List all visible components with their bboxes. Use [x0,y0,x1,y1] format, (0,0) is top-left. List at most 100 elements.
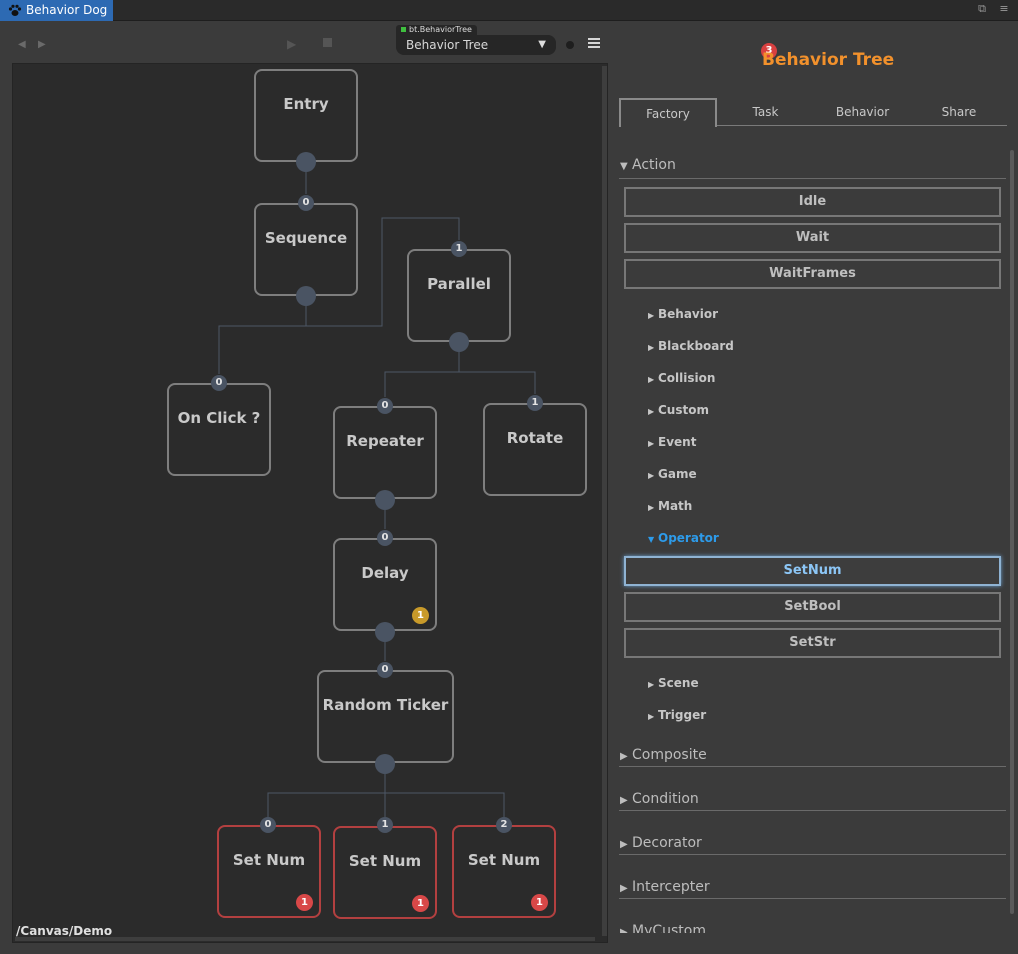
section-divider [619,178,1006,179]
tree-node-entry[interactable]: Entry [254,69,358,162]
collapsed-arrow-icon: ▶ [648,375,655,384]
node-label: Repeater [346,432,424,450]
item-setstr[interactable]: SetStr [624,628,1001,658]
collapsed-arrow-icon: ▶ [648,471,655,480]
tab-behavior[interactable]: Behavior [835,105,890,119]
collapsed-arrow-icon: ▶ [648,343,655,352]
tree-node-on-click[interactable]: On Click ? [167,383,271,476]
tab-factory[interactable]: Factory [619,98,717,127]
hamburger-icon[interactable] [588,38,600,48]
category-math[interactable]: ▶Math [648,499,692,513]
restore-icon[interactable]: ⧉ [978,2,986,15]
panel-scrollbar[interactable] [1010,150,1014,914]
menu-icon[interactable]: ≡ [999,2,1009,15]
record-dot-icon[interactable] [566,41,574,49]
collapsed-arrow-icon: ▶ [648,503,655,512]
expanded-arrow-icon: ▼ [648,535,655,544]
paw-icon [8,4,22,16]
tree-node-repeater[interactable]: Repeater [333,406,437,499]
output-port[interactable] [375,754,395,774]
item-setnum[interactable]: SetNum [624,556,1001,586]
section-condition[interactable]: ▶Condition [620,791,699,807]
tree-node-rotate[interactable]: Rotate [483,403,587,496]
window-titlebar: Behavior Dog ⧉ ≡ [0,0,1018,21]
expanded-arrow-icon: ▼ [620,161,628,172]
output-port[interactable] [375,622,395,642]
section-label: Decorator [632,835,702,851]
canvas-horizontal-scrollbar[interactable] [15,937,595,941]
panel-tabs: Factory Task Behavior Share [619,98,1007,127]
tab-share[interactable]: Share [941,105,977,119]
node-index-badge: 1 [377,817,393,833]
node-index-badge: 0 [211,375,227,391]
error-count-badge: 1 [412,895,429,912]
tab-task[interactable]: Task [752,105,779,119]
category-label: Collision [658,371,716,385]
item-waitframes[interactable]: WaitFrames [624,259,1001,289]
canvas-vertical-scrollbar[interactable] [602,66,607,936]
item-wait[interactable]: Wait [624,223,1001,253]
section-composite[interactable]: ▶ Composite [620,747,707,763]
category-label: Game [658,467,697,481]
tree-select-value: Behavior Tree [406,38,489,52]
category-operator[interactable]: ▼Operator [648,531,719,545]
title-count-badge: 3 [761,43,777,59]
node-label: Random Ticker [322,696,449,714]
section-label: Action [632,157,676,173]
panel-clip: ▶MyCustom [619,915,1009,933]
caret-down-icon: ▼ [538,39,546,50]
node-index-badge: 0 [377,398,393,414]
play-icon[interactable]: ▶ [287,37,297,51]
collapsed-arrow-icon: ▶ [620,751,628,762]
tree-node-sequence[interactable]: Sequence [254,203,358,296]
output-port[interactable] [449,332,469,352]
node-label: Sequence [264,229,348,247]
category-custom[interactable]: ▶Custom [648,403,709,417]
category-collision[interactable]: ▶Collision [648,371,715,385]
tree-node-random-ticker[interactable]: Random Ticker [317,670,454,763]
category-label: Event [658,435,697,449]
node-label: Parallel [427,275,491,293]
stop-icon[interactable] [323,38,332,47]
collapsed-arrow-icon: ▶ [648,712,655,721]
section-label: Condition [632,791,699,807]
section-divider [619,766,1006,767]
category-event[interactable]: ▶Event [648,435,696,449]
output-port[interactable] [375,490,395,510]
tree-select[interactable]: Behavior Tree ▼ [396,35,556,55]
collapsed-arrow-icon: ▶ [648,439,655,448]
output-port[interactable] [296,286,316,306]
collapsed-arrow-icon: ▶ [648,680,655,689]
node-index-badge: 0 [260,817,276,833]
type-badge: bt.BehaviorTree [396,25,477,35]
item-setbool[interactable]: SetBool [624,592,1001,622]
node-index-badge: 2 [496,817,512,833]
warning-count-badge: 1 [412,607,429,624]
output-port[interactable] [296,152,316,172]
category-blackboard[interactable]: ▶Blackboard [648,339,734,353]
item-idle[interactable]: Idle [624,187,1001,217]
section-label: Composite [632,747,707,763]
category-trigger[interactable]: ▶Trigger [648,708,706,722]
category-behavior[interactable]: ▶Behavior [648,307,718,321]
collapsed-arrow-icon: ▶ [648,311,655,320]
section-action[interactable]: ▼ Action [620,157,676,173]
section-divider [619,810,1006,811]
chevron-left-icon[interactable]: ◀ [18,39,26,50]
tree-canvas[interactable]: Entry Sequence 0 Parallel 1 On Click ? 0… [12,63,608,943]
window-tab[interactable]: Behavior Dog [0,0,113,21]
category-scene[interactable]: ▶Scene [648,676,699,690]
section-intercepter[interactable]: ▶Intercepter [620,879,710,895]
section-mycustom[interactable]: ▶MyCustom [620,923,706,933]
window-tab-title: Behavior Dog [26,3,108,17]
node-index-badge: 0 [377,662,393,678]
error-count-badge: 1 [296,894,313,911]
chevron-right-icon[interactable]: ▶ [38,39,46,50]
section-decorator[interactable]: ▶Decorator [620,835,702,851]
tree-type-selector[interactable]: bt.BehaviorTree Behavior Tree ▼ [396,25,556,57]
node-label: On Click ? [177,409,261,427]
tree-node-parallel[interactable]: Parallel [407,249,511,342]
category-game[interactable]: ▶Game [648,467,697,481]
node-label: Rotate [506,429,564,447]
section-label: Intercepter [632,879,710,895]
